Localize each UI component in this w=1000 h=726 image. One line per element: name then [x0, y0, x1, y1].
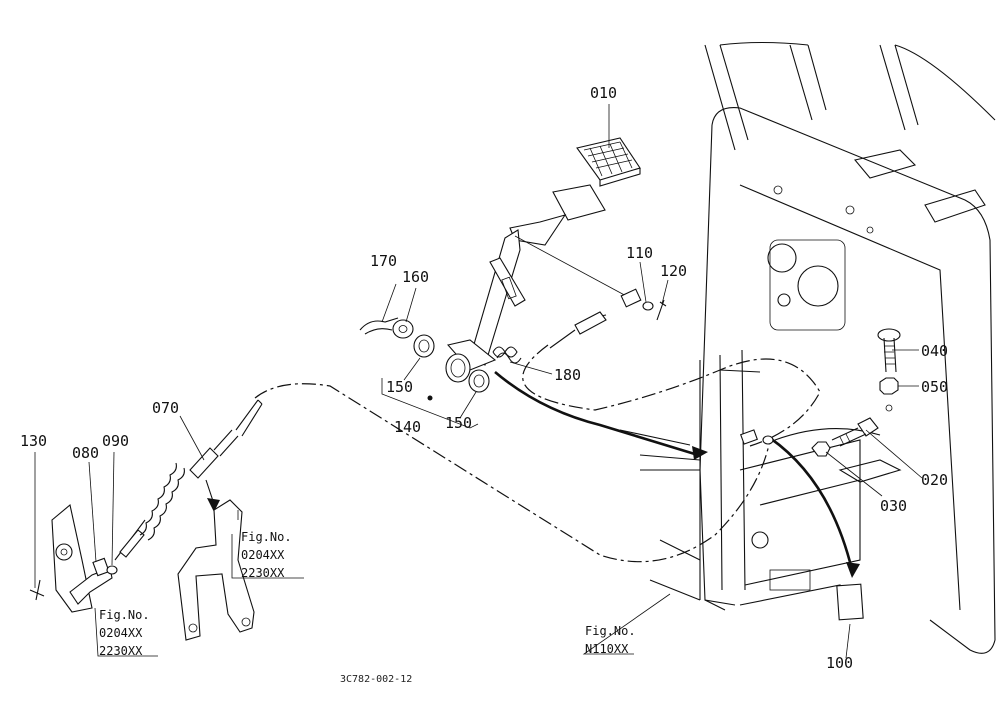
leader-lines [34, 104, 923, 659]
callout-170: 170 [370, 252, 397, 270]
callout-150-left: 150 [386, 378, 413, 396]
svg-text:0204XX: 0204XX [241, 548, 285, 562]
callout-160: 160 [402, 268, 429, 286]
callout-080: 080 [72, 444, 99, 462]
lever-assembly [29, 503, 118, 613]
figure-reference-b: Fig.No. 0204XX 2230XX [99, 608, 150, 658]
callout-120: 120 [660, 262, 687, 280]
svg-text:0204XX: 0204XX [99, 626, 143, 640]
svg-text:Fig.No.: Fig.No. [99, 608, 150, 622]
cable-end-070 [114, 399, 263, 561]
callout-180: 180 [554, 366, 581, 384]
svg-text:Fig.No.: Fig.No. [585, 624, 636, 638]
mount-bracket [177, 499, 255, 641]
callout-labels: 010 020 030 040 050 070 080 090 100 110 … [20, 84, 948, 672]
callout-020: 020 [921, 471, 948, 489]
figure-reference-c: Fig.No. N110XX [585, 624, 636, 656]
figure-reference-a: Fig.No. 0204XX 2230XX [241, 530, 292, 580]
callout-150-right: 150 [445, 414, 472, 432]
linkage-rod [514, 235, 667, 349]
callout-090: 090 [102, 432, 129, 450]
tractor-frame [619, 41, 996, 654]
svg-text:2230XX: 2230XX [99, 644, 143, 658]
callout-010: 010 [590, 84, 617, 102]
callout-040: 040 [921, 342, 948, 360]
hardware [811, 328, 901, 621]
callout-130: 130 [20, 432, 47, 450]
callout-140: 140 [394, 418, 421, 436]
svg-text:N110XX: N110XX [585, 642, 629, 656]
cables [254, 344, 860, 578]
callout-050: 050 [921, 378, 948, 396]
callout-100: 100 [826, 654, 853, 672]
callout-110: 110 [626, 244, 653, 262]
diagram-code: 3C782-002-12 [340, 674, 412, 685]
pedal-assembly [359, 137, 641, 429]
callout-030: 030 [880, 497, 907, 515]
svg-text:Fig.No.: Fig.No. [241, 530, 292, 544]
callout-070: 070 [152, 399, 179, 417]
svg-text:2230XX: 2230XX [241, 566, 285, 580]
